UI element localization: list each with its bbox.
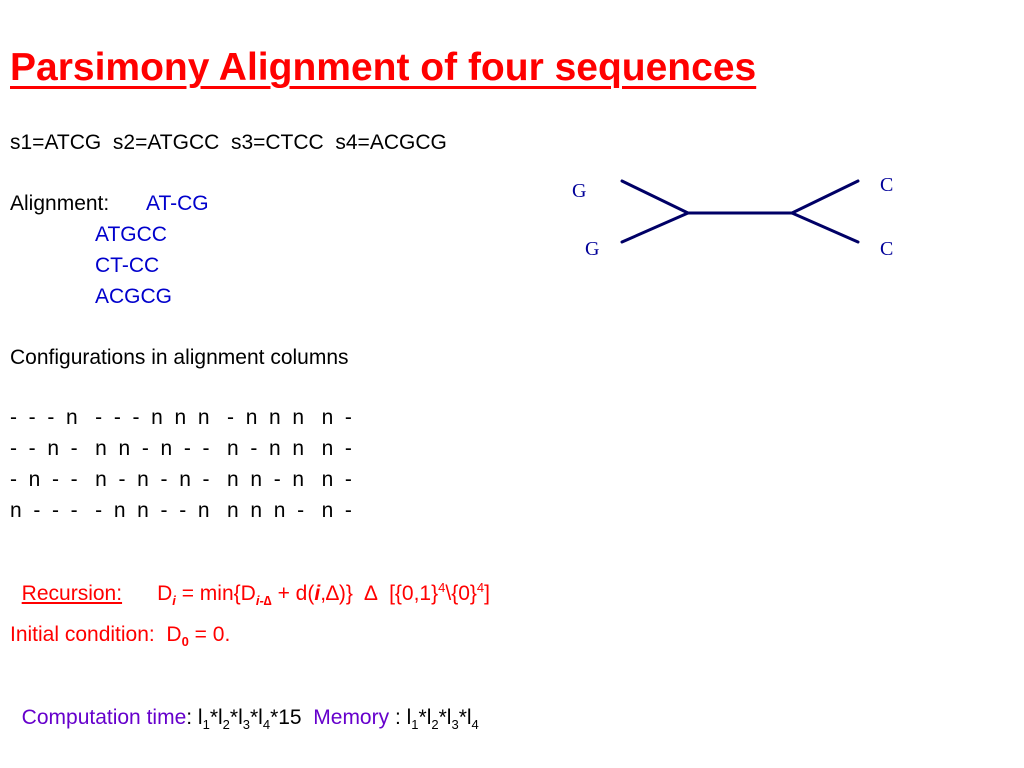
initial-condition: Initial condition: D0 = 0. bbox=[10, 623, 231, 650]
alignment-row-1: AT-CG bbox=[146, 192, 209, 215]
tree-edge-bottom-right bbox=[790, 211, 860, 244]
configuration-row-2: - - n - n n - n - - n - n n n - bbox=[10, 437, 352, 460]
configurations-heading: Configurations in alignment columns bbox=[10, 346, 349, 369]
tree-edge-top-left bbox=[620, 179, 690, 215]
tree-edge-top-right bbox=[790, 179, 860, 215]
configuration-row-3: - n - - n - n - n - n n - n n - bbox=[10, 468, 352, 491]
tree-edge-bottom-left bbox=[620, 211, 690, 244]
configuration-row-1: - - - n - - - n n n - n n n n - bbox=[10, 406, 352, 429]
alignment-row-2: ATGCC bbox=[95, 223, 167, 246]
alignment-label: Alignment: bbox=[10, 192, 110, 215]
memory-label: Memory bbox=[313, 706, 390, 729]
tree-label-top-left: G bbox=[572, 180, 587, 202]
tree-label-bottom-right: C bbox=[880, 238, 894, 260]
sequences-line: s1=ATCG s2=ATGCC s3=CTCC s4=ACGCG bbox=[10, 131, 447, 154]
computation-formula: l1*l2*l3*l4*15 bbox=[197, 706, 314, 733]
computation-line: Computation time: l1*l2*l3*l4*15 Memory … bbox=[21, 706, 479, 733]
recursion-formula: Di = min{Di-∆ + d(i,∆)} ∆ [{0,1}4\{0}4] bbox=[157, 580, 490, 609]
phylogenetic-tree bbox=[620, 179, 860, 244]
recursion-line: Recursion: Di = min{Di-∆ + d(i,∆)} ∆ [{0… bbox=[10, 562, 490, 609]
tree-label-bottom-left: G bbox=[585, 238, 600, 260]
recursion-label: Recursion: bbox=[21, 582, 123, 605]
page-title: Parsimony Alignment of four sequences bbox=[10, 46, 757, 89]
alignment-row-3: CT-CC bbox=[95, 254, 160, 277]
alignment-row-4: ACGCG bbox=[95, 285, 173, 308]
configuration-row-4: n - - - - n n - - n n n n - n - bbox=[10, 499, 352, 522]
memory-formula: l1*l2*l3*l4 bbox=[406, 706, 479, 733]
computation-time-label: Computation time bbox=[21, 706, 187, 729]
tree-label-top-right: C bbox=[880, 174, 894, 196]
